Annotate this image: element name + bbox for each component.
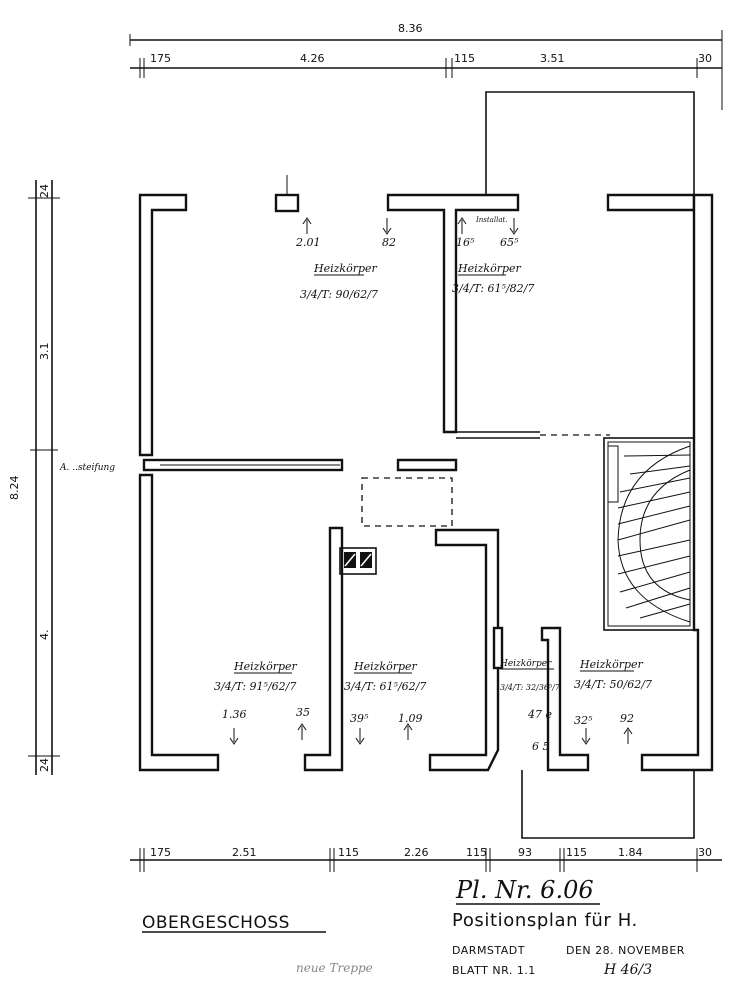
radiator-6-spec: 3/4/T: 50/62/7 (574, 678, 652, 691)
floor-title: OBERGESCHOSS (142, 913, 290, 933)
top-dimension-segments: 175 4.26 115 3.51 30 (130, 52, 722, 78)
radiator-4-left: 39⁵ (350, 712, 369, 725)
bottom-seg-5: 93 (518, 846, 532, 859)
radiator-1: Heizkörper 3/4/T: 90/62/7 2.01 82 (295, 217, 396, 301)
left-note: A. ..steifung (59, 463, 115, 473)
radiator-6-right: 92 (620, 712, 634, 725)
radiator-1-title: Heizkörper (313, 262, 378, 275)
left-seg-3: 24 (38, 758, 51, 772)
radiator-5-left: 47 e (527, 708, 552, 721)
staircase (603, 437, 695, 631)
radiator-5: Heizkörper 3/4/T: 32/36⁵/7 47 e 6 5 (499, 659, 561, 753)
radiator-5-right: 6 5 (532, 740, 550, 753)
bottom-seg-3: 2.26 (404, 846, 429, 859)
left-dimension-chain: 8.24 24 3.1 4. 24 A. ..steifung (8, 180, 115, 775)
radiator-2-left: 16⁵ (456, 236, 475, 249)
top-seg-0: 175 (150, 52, 171, 65)
radiator-6-left: 32⁵ (574, 714, 593, 727)
bottom-seg-7: 1.84 (618, 846, 643, 859)
bottom-seg-2: 115 (338, 846, 359, 859)
radiator-3-right: 35 (296, 706, 310, 719)
radiator-5-title: Heizkörper (499, 659, 552, 669)
radiator-3-title: Heizkörper (233, 660, 298, 673)
radiator-4: Heizkörper 3/4/T: 61⁵/62/7 39⁵ 1.09 (344, 660, 426, 745)
radiator-4-title: Heizkörper (353, 660, 418, 673)
walls (138, 91, 714, 839)
radiator-2-title: Heizkörper (457, 262, 522, 275)
sheet-ref: H 46/3 (603, 962, 652, 978)
radiator-2: Heizkörper 3/4/T: 61⁵/82/7 16⁵ 65⁵ Insta… (452, 216, 534, 295)
radiator-4-right: 1.09 (398, 712, 423, 725)
radiator-2-spec: 3/4/T: 61⁵/82/7 (452, 282, 534, 295)
radiator-2-right: 65⁵ (500, 236, 519, 249)
top-total-label: 8.36 (398, 22, 423, 35)
top-seg-4: 30 (698, 52, 712, 65)
radiator-4-spec: 3/4/T: 61⁵/62/7 (344, 680, 426, 693)
top-seg-2: 115 (454, 52, 475, 65)
radiator-1-spec: 3/4/T: 90/62/7 (300, 288, 378, 301)
bottom-seg-8: 30 (698, 846, 712, 859)
left-total-label: 8.24 (8, 476, 21, 501)
left-seg-0: 24 (38, 184, 51, 198)
top-seg-1: 4.26 (300, 52, 325, 65)
top-seg-3: 3.51 (540, 52, 565, 65)
radiator-1-left: 2.01 (295, 236, 321, 249)
radiator-6-title: Heizkörper (579, 658, 644, 671)
bottom-seg-6: 115 (566, 846, 587, 859)
stamp-text: neue Treppe (296, 961, 373, 975)
radiator-2-note: Installat. (475, 216, 508, 224)
bathroom-fixture (339, 547, 377, 575)
bottom-seg-0: 175 (150, 846, 171, 859)
left-seg-2: 4. (38, 630, 51, 641)
radiator-5-spec: 3/4/T: 32/36⁵/7 (500, 683, 561, 692)
radiator-6: Heizkörper 3/4/T: 50/62/7 32⁵ 92 (574, 658, 652, 745)
date: DEN 28. NOVEMBER (566, 944, 685, 957)
radiator-3-spec: 3/4/T: 91⁵/62/7 (214, 680, 296, 693)
bottom-seg-4: 115 (466, 846, 487, 859)
bottom-seg-1: 2.51 (232, 846, 257, 859)
bottom-dimension-chain: 175 2.51 115 2.26 115 93 115 1.84 30 (130, 846, 722, 872)
top-dimension-total: 8.36 (129, 22, 723, 110)
city: DARMSTADT (452, 944, 525, 957)
plan-title: Positionsplan für H. (452, 910, 638, 931)
left-seg-1: 3.1 (38, 343, 51, 361)
plan-number: Pl. Nr. 6.06 (455, 876, 594, 904)
radiator-1-right: 82 (382, 236, 396, 249)
sheet-number: BLATT NR. 1.1 (452, 964, 536, 977)
radiator-3-left: 1.36 (222, 708, 247, 721)
radiator-3: Heizkörper 3/4/T: 91⁵/62/7 1.36 35 (214, 660, 310, 745)
title-block: OBERGESCHOSS Pl. Nr. 6.06 Positionsplan … (142, 876, 685, 978)
